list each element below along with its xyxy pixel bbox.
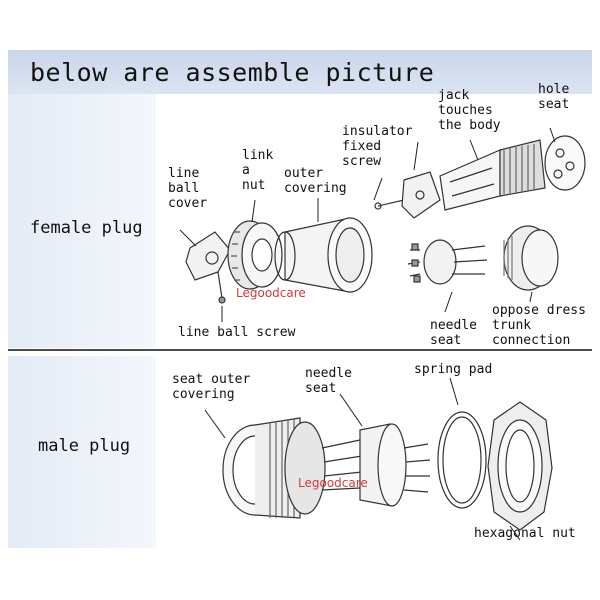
- insulator-part: [374, 171, 441, 219]
- male-needle-seat-label: needle seat: [305, 366, 352, 396]
- line-ball-screw-label: line ball screw: [178, 325, 296, 340]
- section-divider: [8, 349, 592, 351]
- spring-pad-label: spring pad: [414, 362, 493, 377]
- seat-outer-covering-label: seat outer covering: [172, 372, 251, 402]
- female-needle-seat-label: needle seat: [430, 318, 477, 348]
- female-side-panel: [8, 94, 156, 348]
- page-title: below are assemble picture: [30, 58, 435, 87]
- jack-label: jack touches the body: [438, 88, 501, 133]
- oppose-trunk-label: oppose dress trunk connection: [492, 303, 586, 348]
- hexagonal-nut-label: hexagonal nut: [474, 526, 576, 541]
- male-side-panel: [8, 356, 156, 548]
- link-nut-part: [227, 220, 283, 290]
- watermark-top: Legoodcare: [236, 286, 306, 300]
- title-bar: [8, 50, 592, 94]
- female-plug-label: female plug: [30, 218, 143, 238]
- link-nut-label: link a nut: [242, 148, 274, 193]
- male-needle-seat-part: [321, 423, 431, 507]
- line-ball-cover-label: line ball cover: [168, 166, 208, 211]
- outer-covering-label: outer covering: [284, 166, 347, 196]
- outer-covering-part: [274, 217, 373, 293]
- spring-pad-part: [437, 411, 487, 509]
- trunk-connection-part: [503, 225, 559, 291]
- female-needle-seat-part: [407, 239, 488, 285]
- seat-outer-covering-part: [222, 417, 326, 519]
- jack-part: [439, 135, 586, 211]
- hole-seat-label: hole seat: [538, 82, 570, 112]
- insulator-label: insulator fixed screw: [342, 124, 413, 169]
- line-ball-cover-part: [185, 231, 231, 304]
- watermark-bottom: Legoodcare: [298, 476, 368, 490]
- male-plug-label: male plug: [38, 436, 131, 456]
- leader-lines: [179, 127, 556, 541]
- hexagonal-nut-part: [487, 401, 553, 531]
